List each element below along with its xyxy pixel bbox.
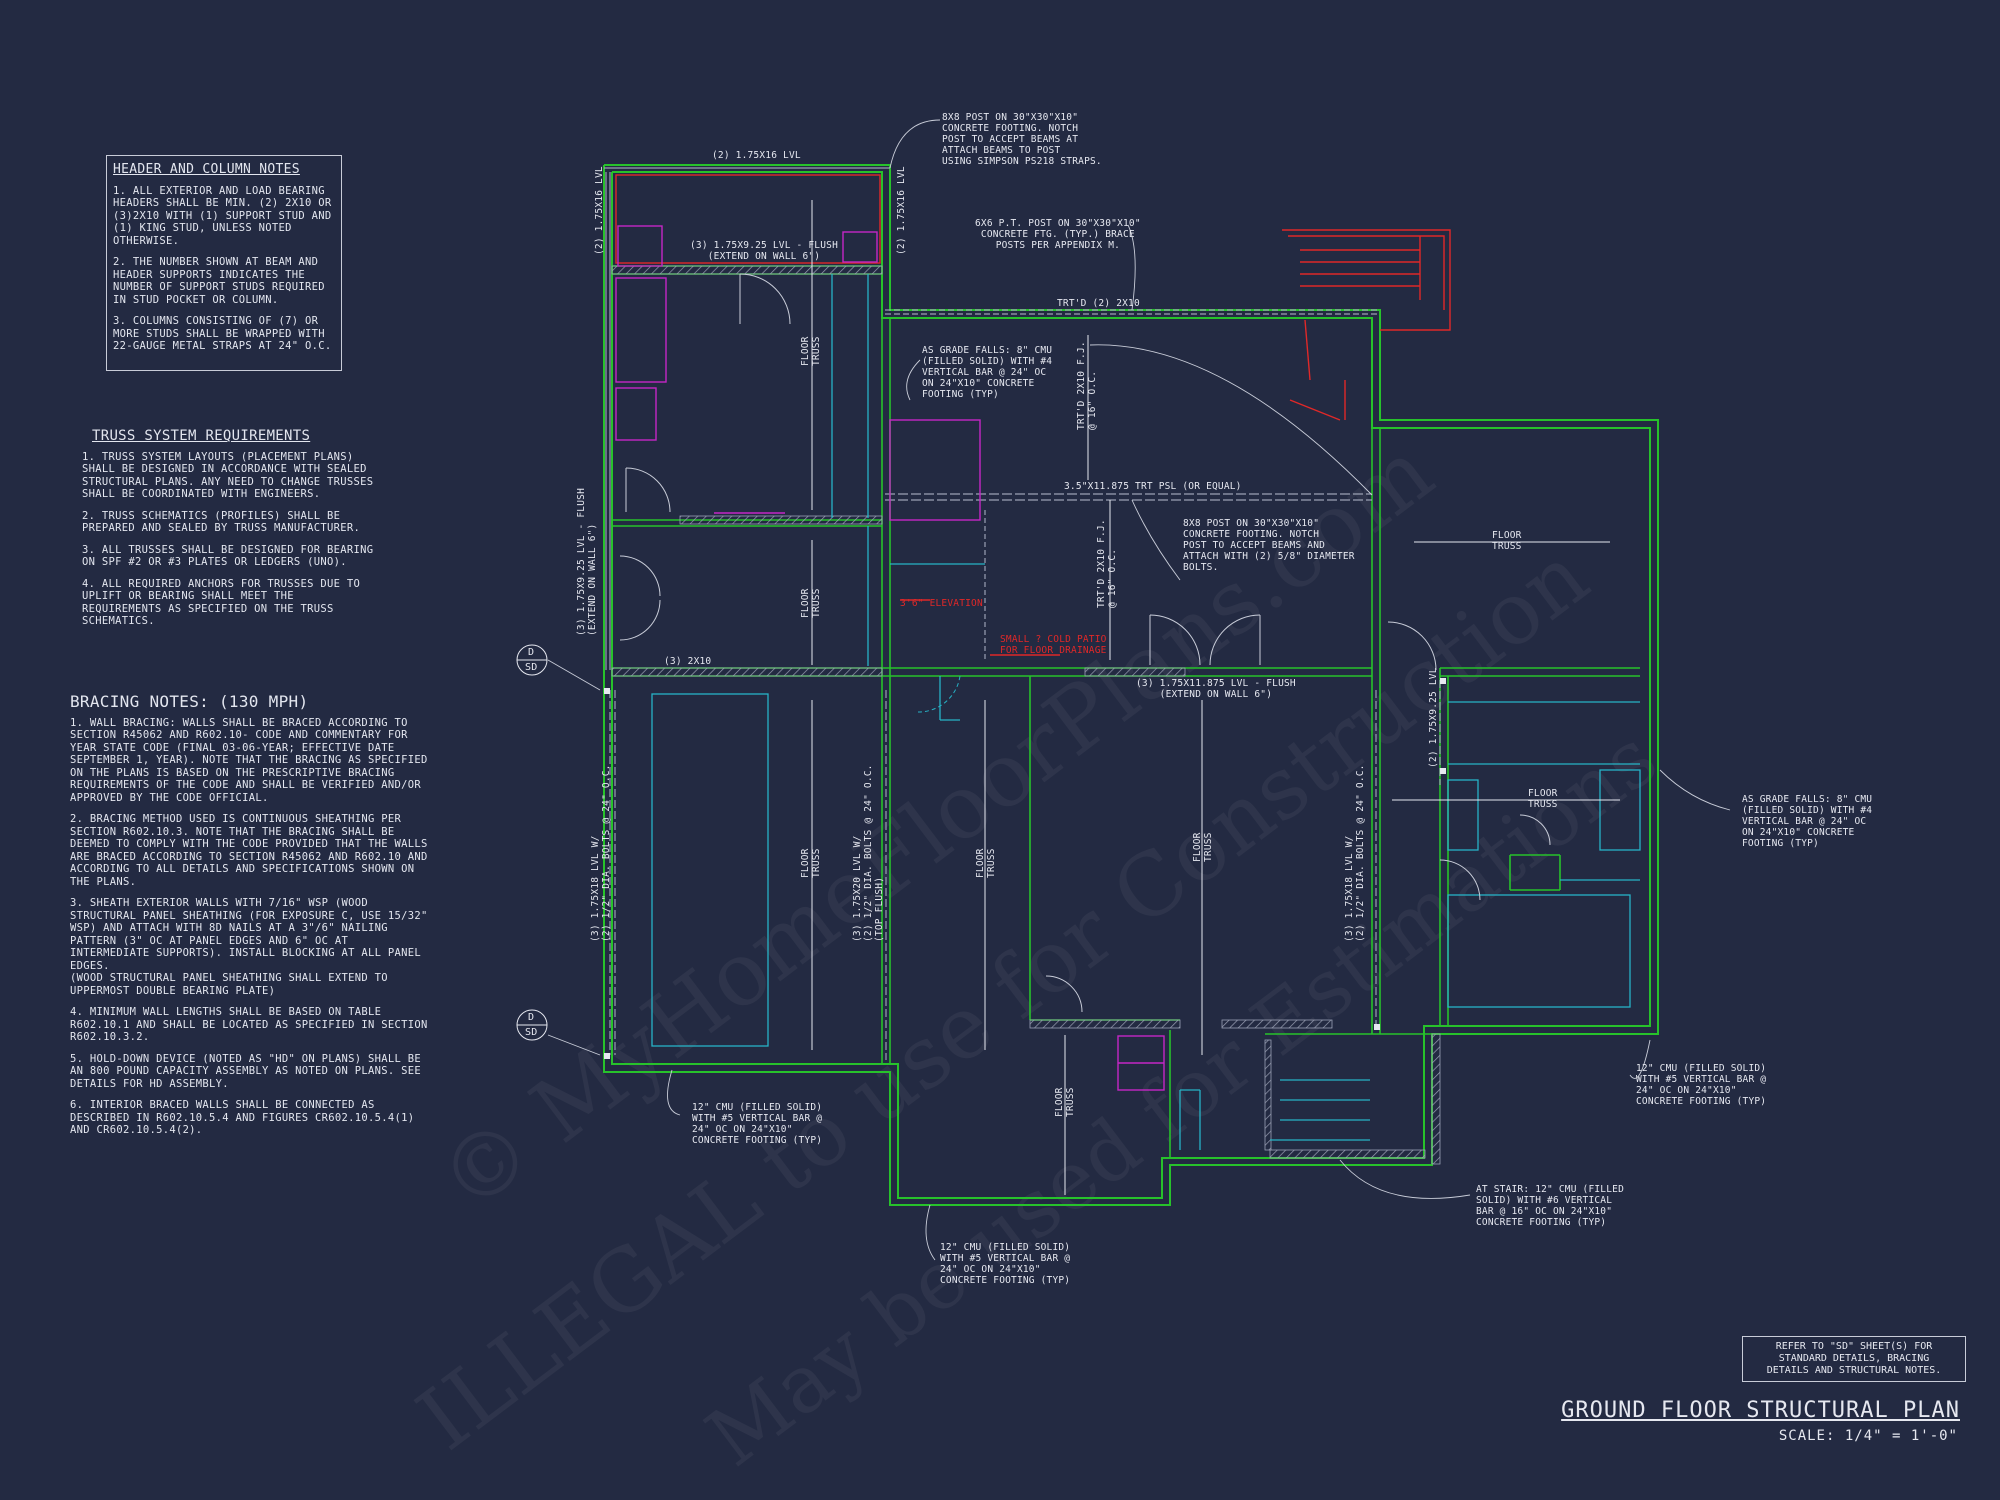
footing-note: AS GRADE FALLS: 8" CMU (FILLED SOLID) WI… [1742, 794, 1873, 849]
floor-truss-label: FLOOR TRUSS [1192, 832, 1214, 862]
note-item: 1. TRUSS SYSTEM LAYOUTS (PLACEMENT PLANS… [82, 450, 374, 501]
joist-label: TRT'D 2x10 F.J. @ 16" O.C. [1096, 519, 1118, 608]
section-marker-top: D [528, 647, 535, 658]
bracing-notes-title: BRACING NOTES: (130 MPH) [70, 692, 309, 711]
beam-label: (3) 1.75x18 LVL W/ (2) 1/2" DIA. BOLTS @… [590, 764, 612, 942]
header-column-notes: HEADER AND COLUMN NOTES 1. ALL EXTERIOR … [106, 155, 342, 371]
red-structure [615, 174, 1451, 656]
post-note: 8x8 POST ON 30"x30"x10" CONCRETE FOOTING… [942, 112, 1102, 167]
beam-label: (2) 1.75x16 LVL [712, 150, 801, 161]
note-item: 3. COLUMNS CONSISTING OF (7) OR MORE STU… [113, 315, 332, 352]
beam-label: (3) 1.75x18 LVL W/ (2) 1/2" DIA. BOLTS @… [1344, 764, 1366, 942]
section-marker-bottom: SD [525, 1027, 538, 1038]
bracing-notes: BRACING NOTES: (130 MPH) 1. WALL BRACING… [70, 692, 430, 1146]
beam-label: (3) 2x10 [664, 656, 712, 667]
note-item: 1. ALL EXTERIOR AND LOAD BEARING HEADERS… [113, 184, 332, 247]
truss-requirements-title: TRUSS SYSTEM REQUIREMENTS [92, 428, 311, 444]
posts [604, 678, 1446, 1059]
beam-label: TRT'D (2) 2x10 [1057, 298, 1140, 309]
beam-lines [604, 167, 1441, 1060]
note-item: 2. TRUSS SCHEMATICS (PROFILES) SHALL BE … [82, 509, 361, 535]
note-item: 2. BRACING METHOD USED IS CONTINUOUS SHE… [70, 813, 428, 888]
beam-label: (2) 1.75x9.25 LVL [1428, 667, 1439, 768]
cyan-fixtures [651, 274, 1641, 1150]
patio-note: SMALL ? COLD PATIO FOR FLOOR DRAINAGE [1000, 634, 1107, 656]
beam-label: 3.5"x11.875 TRT PSL (OR EQUAL) [1064, 481, 1242, 492]
beam-label: (2) 1.75x16 LVL [896, 166, 907, 255]
footing-note: 12" CMU (FILLED SOLID) WITH #5 VERTICAL … [692, 1102, 823, 1146]
floor-truss-label: FLOOR TRUSS [1054, 1087, 1076, 1117]
magenta-cabinets [615, 225, 1165, 1091]
floor-truss-label: FLOOR TRUSS [975, 848, 997, 878]
post-note: 6x6 P.T. POST ON 30"x30"x10" CONCRETE FT… [975, 218, 1141, 251]
floor-truss-label: FLOOR TRUSS [800, 588, 822, 618]
door-swing [917, 675, 961, 713]
joist-label: TRT'D 2x10 F.J. @ 16" O.C. [1076, 341, 1098, 430]
truss-requirements: TRUSS SYSTEM REQUIREMENTS 1. TRUSS SYSTE… [82, 428, 374, 637]
door-swings [619, 273, 1551, 1013]
note-item: 3. ALL TRUSSES SHALL BE DESIGNED FOR BEA… [82, 543, 374, 569]
scale-label: SCALE: 1/4" = 1'-0" [1778, 1428, 1958, 1444]
beam-label: (3) 1.75x9.25 LVL - FLUSH (EXTEND ON WAL… [576, 488, 598, 636]
floor-truss-label: FLOOR TRUSS [1528, 788, 1558, 810]
section-markers [516, 644, 548, 1041]
footing-note: 12" CMU (FILLED SOLID) WITH #5 VERTICAL … [940, 1242, 1071, 1286]
hatched-walls [611, 265, 1441, 1165]
beam-label: (3) 1.75x11.875 LVL - FLUSH (EXTEND ON W… [1136, 678, 1296, 700]
interior-walls [612, 265, 1640, 1158]
floor-truss-label: FLOOR TRUSS [1492, 530, 1522, 552]
note-item: 1. WALL BRACING: WALLS SHALL BE BRACED A… [70, 716, 428, 804]
elevation-note: 3'6" ELEVATION [900, 598, 983, 609]
span-arrows [811, 200, 1620, 1195]
reference-note: REFER TO "SD" SHEET(S) FOR STANDARD DETA… [1742, 1336, 1966, 1382]
footing-note: 12" CMU (FILLED SOLID) WITH #5 VERTICAL … [1636, 1063, 1767, 1107]
beam-label: (3) 1.75x9.25 LVL - FLUSH (EXTEND ON WAL… [690, 240, 838, 262]
note-item: 2. THE NUMBER SHOWN AT BEAM AND HEADER S… [113, 256, 325, 306]
note-item: 3. SHEATH EXTERIOR WALLS WITH 7/16" WSP … [70, 897, 428, 997]
beam-label: (3) 1.75x20 LVL W/ (2) 1/2" DIA. BOLTS @… [852, 764, 885, 942]
exterior-walls [603, 164, 1659, 1206]
note-item: 5. HOLD-DOWN DEVICE (NOTED AS "HD" ON PL… [70, 1052, 421, 1090]
post-note: 8x8 POST ON 30"x30"x10" CONCRETE FOOTING… [1183, 518, 1355, 573]
footing-note: AT STAIR: 12" CMU (FILLED SOLID) WITH #6… [1476, 1184, 1624, 1228]
beam-label: (2) 1.75x16 LVL [594, 166, 605, 255]
floor-truss-label: FLOOR TRUSS [800, 848, 822, 878]
note-item: 6. INTERIOR BRACED WALLS SHALL BE CONNEC… [70, 1099, 415, 1136]
header-column-notes-title: HEADER AND COLUMN NOTES [113, 162, 300, 177]
sheet-title: GROUND FLOOR STRUCTURAL PLAN [1561, 1398, 1960, 1423]
note-item: 4. ALL REQUIRED ANCHORS FOR TRUSSES DUE … [82, 577, 361, 628]
leader-lines [547, 119, 1731, 1261]
footing-note: AS GRADE FALLS: 8" CMU (FILLED SOLID) WI… [922, 345, 1053, 400]
section-marker-top: D [528, 1012, 535, 1023]
floor-truss-label: FLOOR TRUSS [800, 336, 822, 366]
note-item: 4. MINIMUM WALL LENGTHS SHALL BE BASED O… [70, 1006, 428, 1043]
section-marker-bottom: SD [525, 662, 538, 673]
